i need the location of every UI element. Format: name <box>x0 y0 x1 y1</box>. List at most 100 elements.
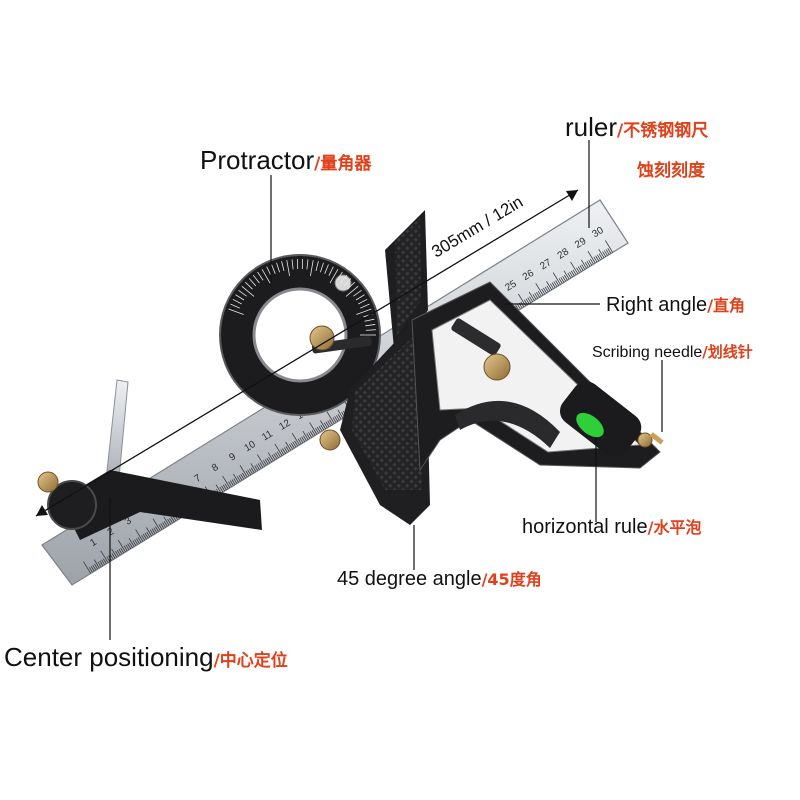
protractor-head <box>219 210 428 416</box>
ruler-tick <box>593 256 598 263</box>
ruler-tick <box>550 283 554 290</box>
ruler-tick <box>268 456 273 463</box>
ruler-tick <box>309 431 314 437</box>
ruler-tick <box>598 249 605 258</box>
ruler-tick <box>285 446 290 452</box>
ruler-tick <box>254 465 259 471</box>
ruler-tick <box>219 486 224 493</box>
ruler-tick <box>532 294 537 300</box>
ruler-tick <box>543 287 547 294</box>
ruler-tick <box>603 250 608 256</box>
ruler-tick <box>290 442 295 449</box>
protractor-tick <box>266 266 272 276</box>
ruler-tick <box>587 250 596 264</box>
ruler-tick <box>311 430 316 436</box>
ruler-tick <box>101 559 105 566</box>
ruler-tick <box>337 414 342 420</box>
protractor-tick <box>365 324 376 327</box>
ruler-tick <box>135 538 140 544</box>
ruler-tick <box>541 288 546 295</box>
ruler-tick <box>93 559 100 569</box>
protractor-tick <box>238 290 247 297</box>
ruler-tick <box>274 443 283 456</box>
ruler-number: 27 <box>538 257 554 272</box>
ruler-tick <box>257 454 266 467</box>
ruler-tick <box>515 304 520 311</box>
protractor-tick <box>364 318 375 322</box>
center-positioning-label-en: Center positioning <box>4 642 214 672</box>
protractor-tick <box>306 259 309 270</box>
protractor-tick <box>281 261 285 272</box>
ruler-tick <box>115 551 119 557</box>
ruler-tick <box>567 272 572 279</box>
ruler-label-zh-line2: 蚀刻刻度 <box>637 161 705 180</box>
ruler-tick <box>271 454 276 461</box>
ruler-tick <box>320 420 326 430</box>
ruler-tick <box>315 427 319 434</box>
horizontal-rule-label-zh: /水平泡 <box>647 518 702 537</box>
protractor-tick <box>291 259 294 270</box>
ruler-number: 9 <box>227 451 238 464</box>
ruler-tick <box>308 432 313 438</box>
ruler-number: 28 <box>556 246 572 261</box>
ruler-tick <box>238 475 243 481</box>
ruler-tick <box>553 281 558 287</box>
ruler-tick <box>327 420 332 427</box>
ruler-tick <box>245 470 250 477</box>
ruler-tick <box>247 469 252 476</box>
ruler-tick <box>92 564 97 571</box>
ruler-tick <box>336 415 340 421</box>
ruler-tick <box>569 271 573 278</box>
right-angle-label: Right angle/直角 <box>606 292 745 317</box>
protractor-tick <box>228 308 244 315</box>
ruler-tick <box>266 457 271 464</box>
ruler-tick <box>536 292 540 298</box>
ruler-number: 3 <box>123 515 134 528</box>
ruler-tick <box>289 444 293 450</box>
square-head-45 <box>319 310 430 525</box>
ruler-tick <box>170 516 175 523</box>
protractor-tick <box>353 290 362 297</box>
ruler-tick <box>577 266 582 272</box>
ruler-tick <box>607 248 612 254</box>
ruler-tick <box>257 463 262 469</box>
protractor-label-en: Protractor <box>200 145 315 175</box>
protractor-label-zh: /量角器 <box>314 154 372 174</box>
ruler-tick <box>240 473 245 480</box>
ruler-tick <box>135 529 144 542</box>
ruler-tick <box>146 531 151 538</box>
ruler-tick <box>151 528 156 535</box>
ruler-tick <box>120 547 125 554</box>
ruler-tick <box>117 539 126 553</box>
ruler-tick <box>555 280 560 286</box>
ruler-number: 1 <box>88 537 99 550</box>
ruler-tick <box>316 426 321 433</box>
ruler-tick <box>109 554 114 560</box>
horizontal-rule-label-en: horizontal rule <box>522 516 648 538</box>
ruler-tick <box>262 460 267 466</box>
ruler-tick <box>590 258 594 265</box>
ruler-tick <box>132 540 137 546</box>
center-positioning-label-zh: /中心定位 <box>213 651 288 671</box>
ruler-tick <box>323 422 328 429</box>
ruler-tick <box>229 480 234 486</box>
ruler-number: 8 <box>210 462 221 475</box>
ruler-tick <box>581 264 586 270</box>
ruler-tick <box>222 484 227 491</box>
ruler-tick <box>325 421 330 428</box>
protractor-tick <box>230 303 240 309</box>
ruler-tick <box>116 549 121 556</box>
ruler-tick <box>525 298 530 305</box>
protractor-tick <box>336 271 343 281</box>
ruler-tick <box>570 261 579 275</box>
scribing-needle-label-en: Scribing needle <box>592 344 703 361</box>
ruler-tick <box>297 438 302 445</box>
degree45-label-zh: /45度角 <box>481 570 542 589</box>
center-positioning-label: Center positioning/中心定位 <box>4 642 288 673</box>
ruler-tick <box>231 479 236 485</box>
ruler-tick <box>169 517 173 524</box>
ruler-tick <box>294 440 299 447</box>
ruler-number: 2 <box>106 526 117 539</box>
scribing-needle-label-zh: /划线针 <box>702 343 753 361</box>
ruler-tick <box>562 276 567 282</box>
